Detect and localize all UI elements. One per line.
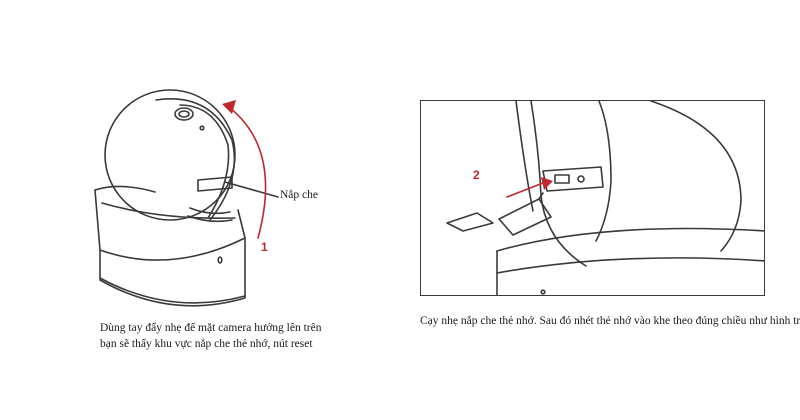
camera-ball-rim — [515, 101, 534, 212]
camera-base-band — [496, 257, 764, 274]
camera-base-top — [496, 227, 764, 252]
camera-indicator-led — [540, 289, 546, 295]
left-caption-line-2: bạn sẽ thấy khu vực nắp che thẻ nhớ, nút… — [100, 338, 313, 350]
reset-button — [577, 175, 585, 183]
left-caption-line-1: Dùng tay đẩy nhẹ để mặt camera hướng lên… — [100, 322, 322, 334]
step-2-number: 2 — [473, 168, 480, 182]
camera-face-ring — [595, 101, 612, 242]
memory-cover-flap — [446, 212, 494, 232]
memory-card-drawing — [446, 101, 764, 295]
camera-base-top — [94, 189, 246, 261]
camera-sensor — [199, 125, 205, 131]
memory-slot-contacts — [554, 174, 570, 184]
memory-slot — [542, 166, 604, 192]
camera-hinge-2 — [187, 215, 233, 223]
callout-line — [224, 181, 279, 198]
camera-rotate-illustration — [60, 70, 350, 320]
camera-lens — [174, 107, 194, 121]
rotate-arrow-head-icon — [222, 100, 236, 114]
memory-card-insert-illustration — [420, 100, 765, 296]
right-caption: Cạy nhẹ nắp che thẻ nhớ. Sau đó nhét thẻ… — [420, 315, 800, 327]
cover-label: Nắp che — [280, 189, 318, 201]
camera-indicator-led — [217, 256, 223, 264]
camera-face-ring — [155, 98, 236, 221]
camera-base-bottom-edge — [99, 277, 246, 304]
camera-hinge — [189, 207, 231, 215]
memory-cover — [197, 176, 233, 192]
camera-base-inner-rim — [101, 202, 236, 220]
camera-rotate-drawing — [94, 89, 279, 307]
memory-card — [498, 198, 552, 236]
left-caption: Dùng tay đẩy nhẹ để mặt camera hướng lên… — [100, 320, 321, 352]
camera-face-inner — [179, 104, 230, 219]
rotate-arrow-icon — [229, 107, 267, 239]
camera-ball — [104, 89, 236, 221]
memory-card-edge — [538, 192, 544, 200]
insert-arrow-head-icon — [541, 177, 553, 190]
camera-base-rim — [94, 185, 156, 193]
step-1-number: 1 — [261, 240, 268, 254]
insert-arrow-icon — [506, 182, 544, 198]
camera-ball-outline — [650, 101, 742, 252]
camera-base-body — [99, 237, 246, 307]
camera-lens-inner — [178, 110, 190, 118]
